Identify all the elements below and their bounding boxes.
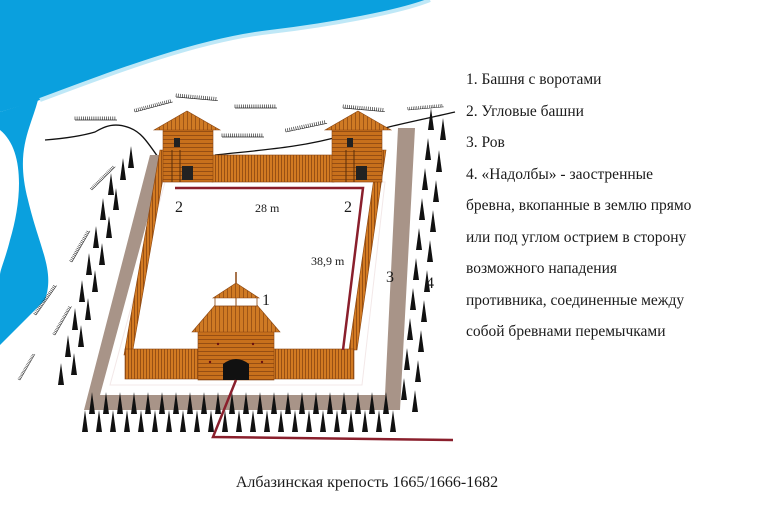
label-stakes: 4 [426, 275, 434, 292]
label-corner-tower-left: 2 [175, 199, 183, 216]
legend-number: 4. [466, 165, 478, 183]
legend-item-4: 4. «Надолбы» - заостренные [466, 159, 762, 191]
corner-tower-right [323, 110, 393, 183]
legend-number: 1. [466, 71, 478, 88]
legend-continuation-line: или под углом острием в сторону [466, 228, 687, 246]
legend-text: Башня с воротами [481, 71, 602, 88]
label-moat: 3 [386, 269, 394, 286]
legend-item-2: 2. Угловые башни [466, 96, 762, 128]
corner-tower-left [152, 110, 222, 183]
front-wall [124, 348, 355, 380]
river [0, 0, 431, 345]
legend-item-3: 3. Ров [466, 127, 762, 159]
map-labels: 1 2 2 3 4 28 m 38,9 m [175, 199, 434, 309]
legend-text: «Надолбы» - заостренные [481, 165, 653, 183]
legend-number: 2. [466, 102, 478, 120]
legend-continuation-line: бревна, вкопанные в землю прямо [466, 197, 692, 214]
label-width-dimension: 28 m [255, 201, 280, 215]
legend-continuation-line: собой бревнами перемычками [466, 323, 666, 340]
label-length-dimension: 38,9 m [311, 254, 345, 268]
back-wall [211, 154, 335, 183]
legend-continuation-line: противника, соединенные между [466, 291, 685, 309]
legend-text: Угловые башни [481, 102, 584, 120]
terrain-lines [44, 111, 456, 161]
label-corner-tower-right: 2 [344, 199, 352, 216]
diagram-caption: Албазинская крепость 1665/1666-1682 [235, 474, 499, 491]
legend-text: Ров [481, 134, 505, 151]
legend-continuation-line: возможного нападения [466, 260, 618, 277]
legend-number: 3. [466, 134, 478, 151]
label-gate-tower: 1 [262, 292, 270, 309]
gate-tower [191, 272, 281, 381]
legend: 1. Башня с воротами 2. Угловые башни 3. … [466, 64, 762, 348]
legend-item-1: 1. Башня с воротами [466, 64, 762, 96]
dimension-lines [175, 186, 454, 442]
